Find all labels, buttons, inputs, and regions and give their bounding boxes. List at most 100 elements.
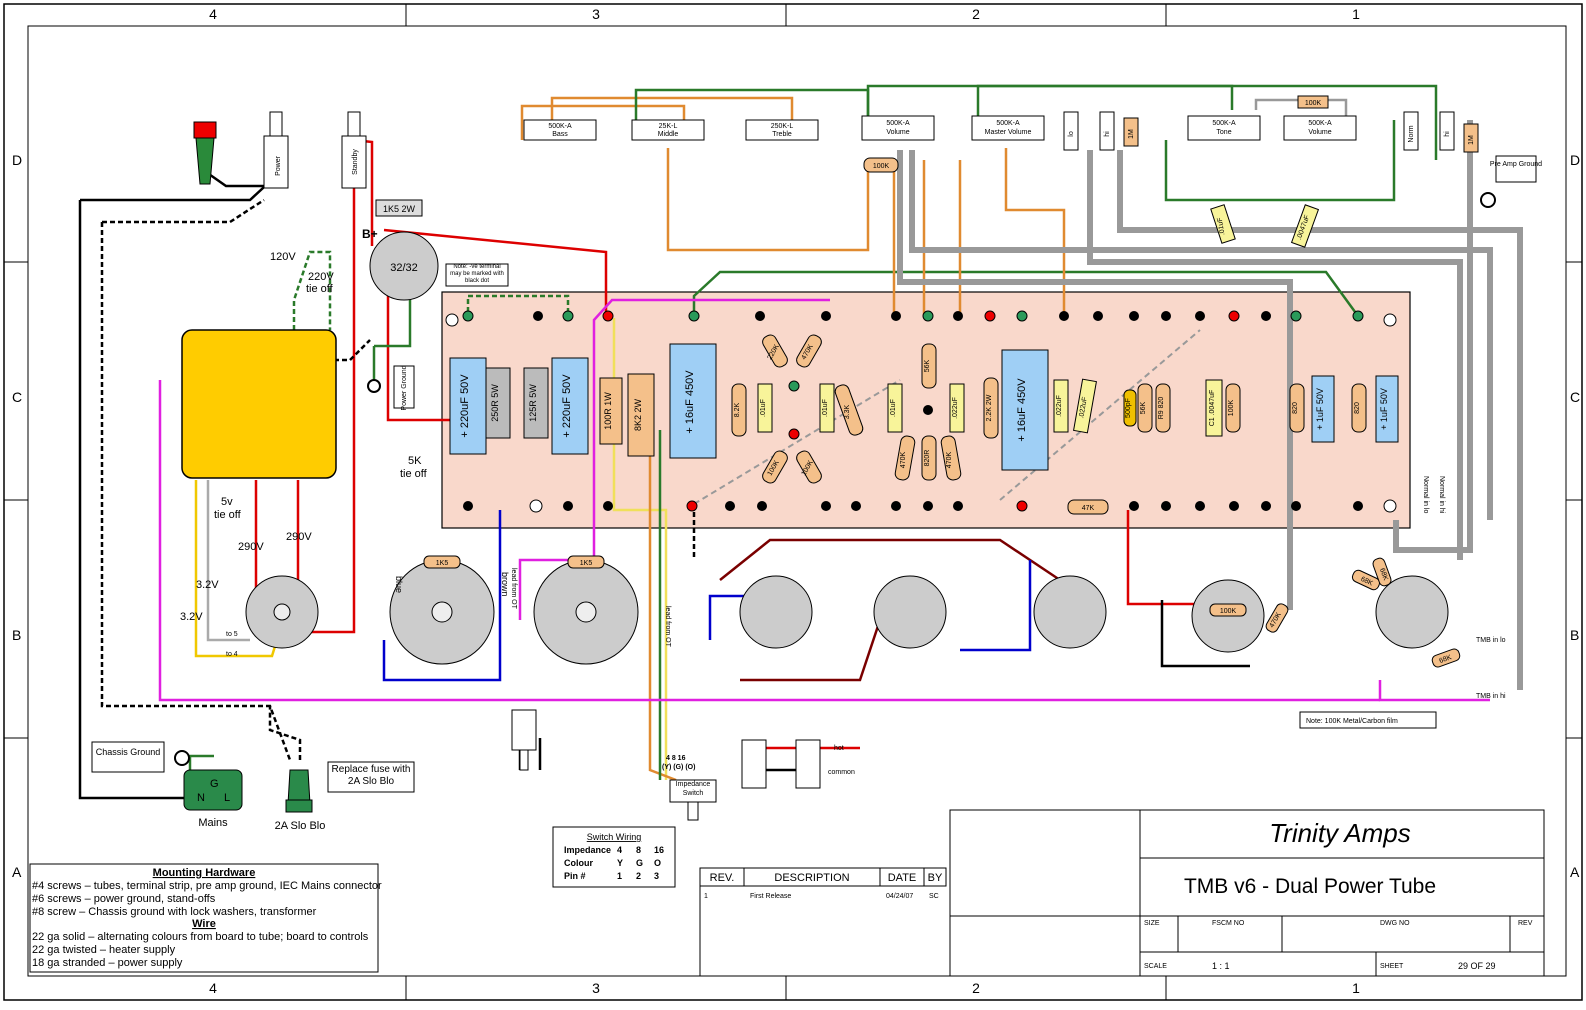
pot-volume1-name: Volume: [886, 129, 909, 136]
grid-row-c-left: C: [12, 389, 22, 405]
fscm-label: FSCM NO: [1212, 920, 1245, 927]
replace-fuse-wrap: Replace fuse with 2A Slo Blo: [332, 764, 411, 787]
pot-treble-name: Treble: [772, 131, 792, 138]
label-3-2v-a: 3.2V: [196, 579, 219, 591]
label-5k: 5K: [408, 455, 422, 467]
label-290v-a: 290V: [238, 541, 264, 553]
cap-022uf-b: .022uF: [1056, 395, 1063, 417]
mains-n-label: N: [197, 792, 205, 804]
cap-c1-0047uf: C1 .0047uF: [1209, 390, 1216, 427]
rev-col-header: REV.: [710, 872, 735, 884]
pot-tone-name: Tone: [1216, 129, 1231, 136]
board-components: + 220uF 50V + 220uF 50V + 16uF 450V + 16…: [449, 334, 1399, 515]
cap-can-value: 32/32: [390, 262, 418, 274]
res-2-2k-2w: 2.2K 2W: [986, 394, 993, 421]
pot-middle-value: 25K-L: [659, 123, 678, 130]
top-100k-resistor: 100K: [1305, 100, 1322, 107]
sheet-label: SHEET: [1380, 963, 1404, 970]
common-label: common: [828, 769, 855, 776]
grid-row-d-left: D: [12, 152, 22, 168]
socket-68k-b: 68K: [1378, 567, 1389, 581]
board-terminals: [445, 310, 1397, 513]
res-8-2k: 8.2K: [734, 402, 741, 417]
tmb-in-lo-label: TMB in lo: [1476, 637, 1506, 644]
voltage-labels: 120V 220V tie off 5v tie off 290V 290V 3…: [180, 251, 428, 658]
revision-table: REV. DESCRIPTION DATE BY 1 First Release…: [699, 867, 947, 976]
cap-220uf-2: + 220uF 50V: [561, 374, 573, 438]
potentiometers: 500K-A Bass 25K-L Middle 250K-L Treble 5…: [523, 95, 1357, 173]
cap-500pf: 500pF: [1125, 398, 1132, 418]
brand-name: Trinity Amps: [1269, 818, 1411, 848]
tone-cap-01uf: .01uF: [1217, 217, 1227, 236]
scale-value: 1 : 1: [1212, 961, 1230, 971]
pot-bass-name: Bass: [552, 131, 568, 138]
res-820r: 820R: [924, 450, 931, 467]
pot-master-name: Master Volume: [985, 129, 1032, 136]
res-47k: 47K: [1082, 505, 1095, 512]
sw-imp-4: 4: [617, 845, 622, 855]
grid-row-b-right: B: [1570, 627, 1579, 643]
standby-switch-label: Standby: [352, 149, 359, 175]
label-5k-tie-off: tie off: [400, 468, 428, 480]
imp-switch-pins: 4 8 16: [666, 755, 686, 762]
hot-label: hot: [834, 745, 844, 752]
grid-row-a-right: A: [1570, 864, 1580, 880]
sw-pin-2: 2: [636, 871, 641, 881]
imp-switch-wrap: Impedance Switch: [676, 781, 711, 797]
sw-col-g: G: [636, 858, 643, 868]
brown-wire-label: brown: [500, 572, 510, 597]
pot-treble-value: 250K-L: [771, 123, 794, 130]
tube-sockets: 1K5 1K5 100K 470K 68K 68K 68K: [245, 555, 1461, 668]
pot-tone-value: 500K-A: [1212, 120, 1236, 127]
drawing-frame: 4 3 2 1 4 3 2 1 D C B A D C B A: [3, 3, 1583, 1001]
mounting-line-2: #6 screws – power ground, stand-offs: [32, 893, 216, 905]
power-transformer: [181, 329, 337, 479]
sw-imp-8: 8: [636, 845, 641, 855]
rev-date: 04/24/07: [886, 893, 913, 900]
grid-row-b-left: B: [12, 627, 21, 643]
pot-volume1-value: 500K-A: [886, 120, 910, 127]
res-470k-b: 470K: [900, 452, 907, 469]
neg-terminal-note-wrap: Note: -ve terminal may be marked with bl…: [450, 264, 504, 284]
jack-hi-label: hi: [1104, 131, 1111, 137]
normal-in-lo-label: Normal in lo: [1422, 476, 1429, 513]
grid-col-3-top: 3: [592, 6, 600, 22]
sw-pin-1: 1: [617, 871, 622, 881]
wire-title: Wire: [192, 918, 216, 930]
switch-wiring-title: Switch Wiring: [587, 832, 642, 842]
tmb-in-hi-label: TMB in hi: [1476, 693, 1506, 700]
grid-col-1-top: 1: [1352, 6, 1360, 22]
grid-col-2-bottom: 2: [972, 980, 980, 996]
mains-l-label: L: [224, 792, 230, 804]
cap-01uf-b: .01uF: [822, 399, 829, 417]
title-block: Trinity Amps TMB v6 - Dual Power Tube SI…: [949, 809, 1545, 977]
by-col-header: BY: [928, 872, 943, 884]
rev-label: REV: [1518, 920, 1533, 927]
chassis-ground-label: Chassis Ground: [96, 747, 161, 757]
scale-label: SCALE: [1144, 963, 1167, 970]
mounting-line-3: #8 screw – Chassis ground with lock wash…: [32, 906, 317, 918]
grid-row-c-right: C: [1570, 389, 1580, 405]
pot-middle-name: Middle: [658, 131, 679, 138]
sw-row-impedance: Impedance: [564, 845, 611, 855]
cap-1uf-2: + 1uF 50V: [1379, 388, 1389, 430]
input-jacks: lo hi 1M Norm hi 1M: [1063, 111, 1479, 153]
grid-row-d-right: D: [1570, 152, 1580, 168]
sw-row-colour: Colour: [564, 858, 593, 868]
mains-label: Mains: [198, 817, 228, 829]
lead-ot-1: lead from OT: [510, 568, 517, 610]
note-100k: Note: 100K Metal/Carbon film: [1306, 718, 1398, 725]
impedance-switch: Impedance Switch 4 8 16 (Y) (G) (O) hot …: [511, 709, 855, 821]
mounting-title: Mounting Hardware: [153, 867, 256, 879]
res-100r-1w: 100R 1W: [603, 392, 613, 430]
desc-col-header: DESCRIPTION: [774, 872, 849, 884]
sw-row-pin: Pin #: [564, 871, 586, 881]
socket-100k: 100K: [1220, 608, 1237, 615]
blue-wire-label: blue: [394, 576, 404, 593]
res-56k-a: 56K: [924, 359, 931, 372]
label-220v-tie-off: tie off: [306, 283, 334, 295]
wire-line-2: 22 ga twisted – heater supply: [32, 944, 176, 956]
cap-022uf-a: .022uF: [952, 397, 959, 419]
ground-points: Power Ground Pre Amp Ground Chassis Grou…: [91, 155, 1542, 773]
